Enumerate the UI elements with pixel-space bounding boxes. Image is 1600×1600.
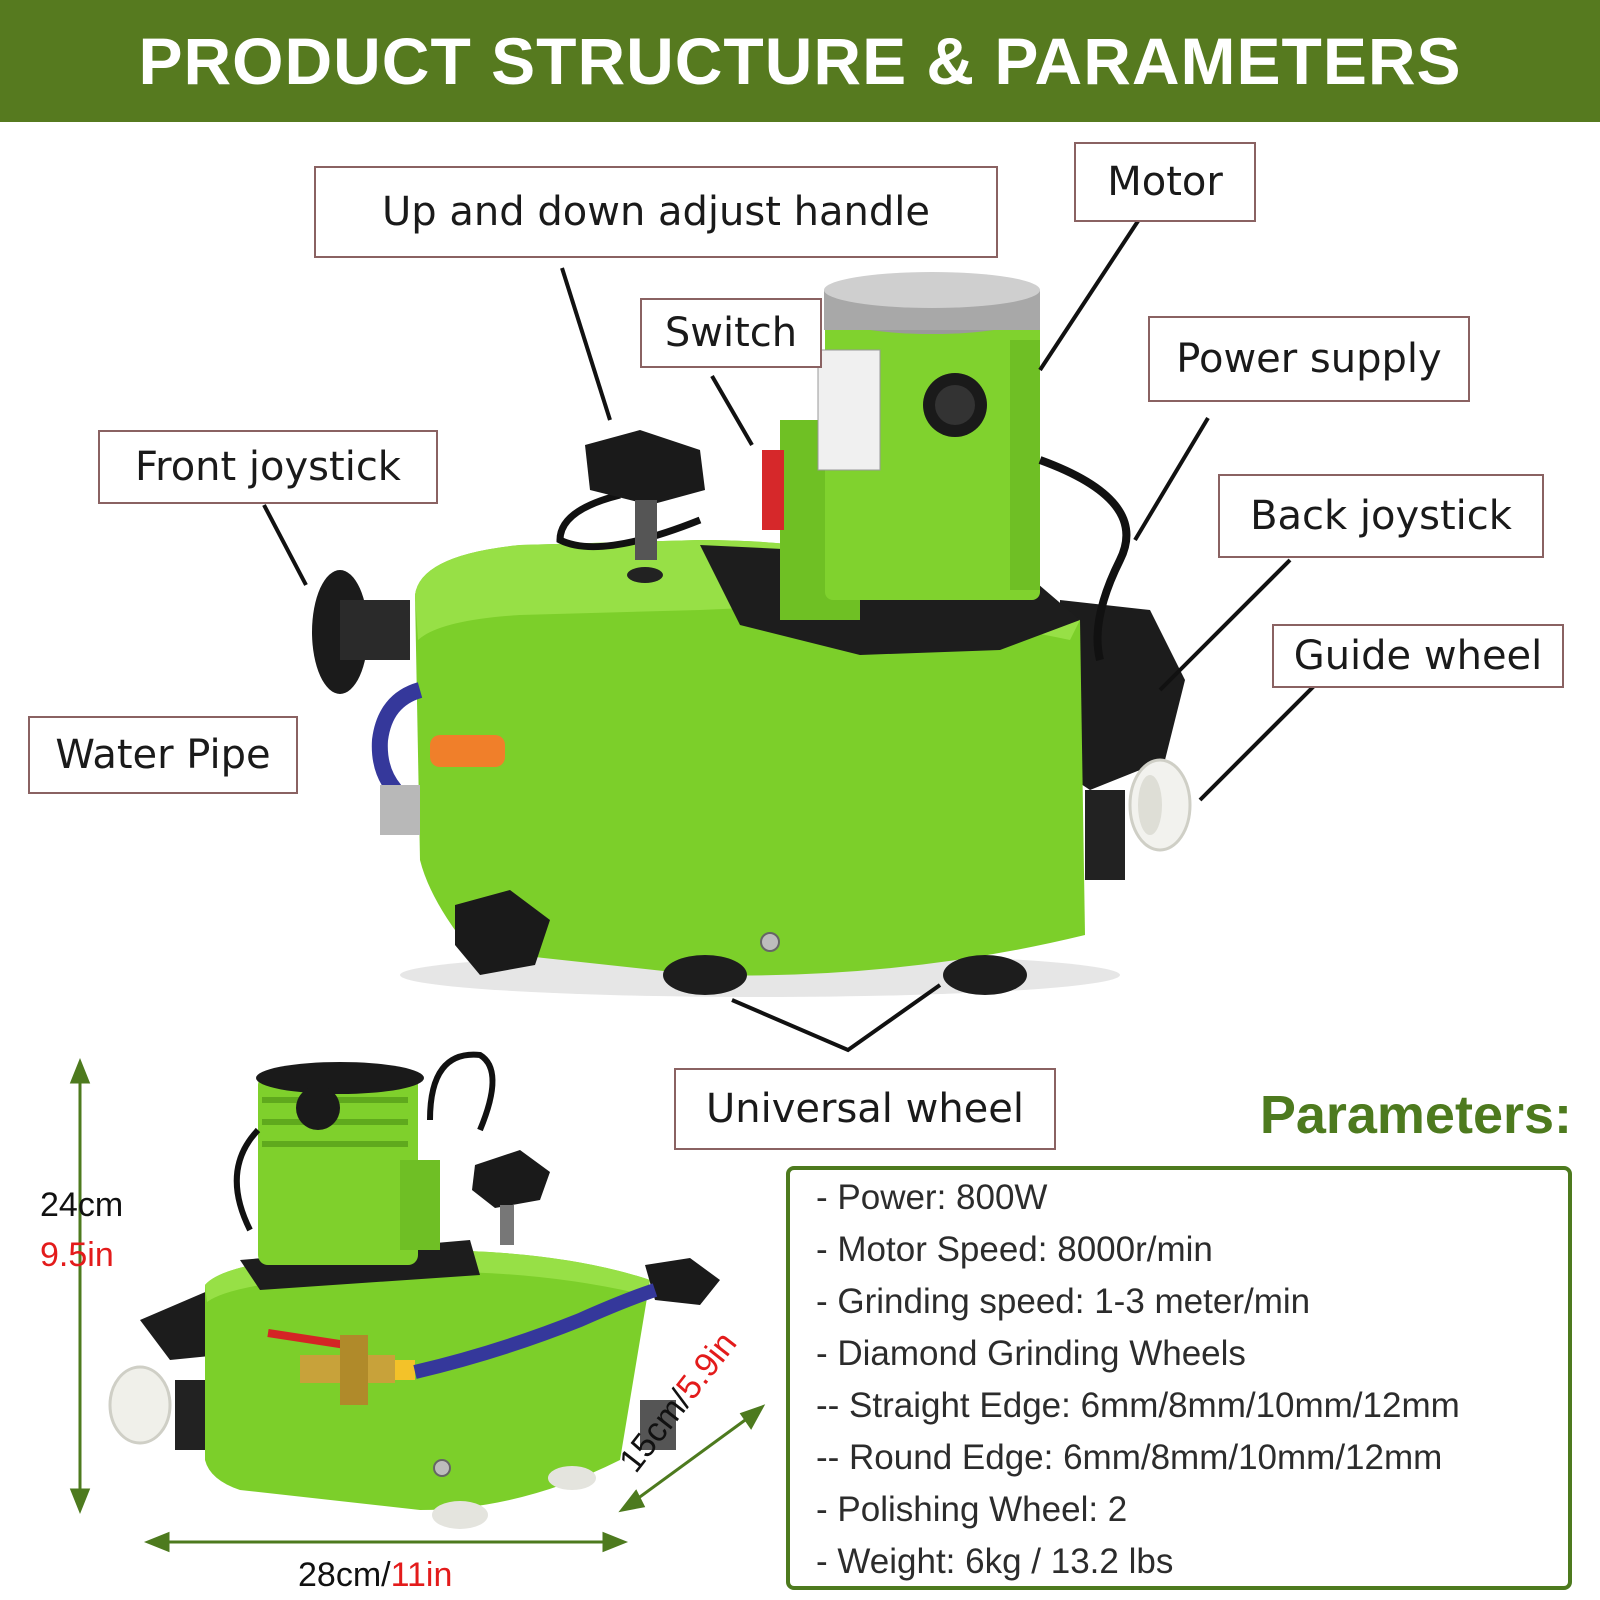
label-universal-wheel: Universal wheel bbox=[674, 1068, 1056, 1150]
label-guide-wheel: Guide wheel bbox=[1272, 624, 1564, 688]
param-line: -- Straight Edge: 6mm/8mm/10mm/12mm bbox=[816, 1386, 1460, 1425]
param-line: -- Round Edge: 6mm/8mm/10mm/12mm bbox=[816, 1438, 1443, 1477]
parameters-box: - Power: 800W - Motor Speed: 8000r/min -… bbox=[786, 1166, 1572, 1590]
product-illustration-main bbox=[312, 272, 1192, 997]
height-in-label: 9.5in bbox=[40, 1236, 114, 1274]
width-label: 28cm/11in bbox=[298, 1556, 452, 1595]
width-cm-label: 28cm/ bbox=[298, 1556, 391, 1594]
param-line: - Polishing Wheel: 2 bbox=[816, 1490, 1128, 1529]
parameters-title: Parameters: bbox=[1259, 1085, 1572, 1145]
param-line: - Diamond Grinding Wheels bbox=[816, 1334, 1246, 1373]
leader-lines bbox=[262, 216, 1324, 1053]
header-banner: PRODUCT STRUCTURE & PARAMETERS bbox=[0, 0, 1600, 122]
height-cm-label: 24cm bbox=[40, 1186, 124, 1224]
width-in-label: 11in bbox=[390, 1556, 453, 1594]
product-illustration-dimensions bbox=[69, 1051, 766, 1553]
label-power-supply: Power supply bbox=[1148, 316, 1470, 402]
label-up-down-adjust-handle: Up and down adjust handle bbox=[314, 166, 998, 258]
param-line: - Motor Speed: 8000r/min bbox=[816, 1230, 1213, 1269]
label-switch: Switch bbox=[640, 298, 822, 368]
label-back-joystick: Back joystick bbox=[1218, 474, 1544, 558]
param-line: - Power: 800W bbox=[816, 1178, 1048, 1217]
page-title: PRODUCT STRUCTURE & PARAMETERS bbox=[138, 24, 1462, 98]
label-water-pipe: Water Pipe bbox=[28, 716, 298, 794]
label-motor: Motor bbox=[1074, 142, 1256, 222]
param-line: - Weight: 6kg / 13.2 lbs bbox=[816, 1542, 1174, 1581]
label-front-joystick: Front joystick bbox=[98, 430, 438, 504]
param-line: - Grinding speed: 1-3 meter/min bbox=[816, 1282, 1311, 1321]
